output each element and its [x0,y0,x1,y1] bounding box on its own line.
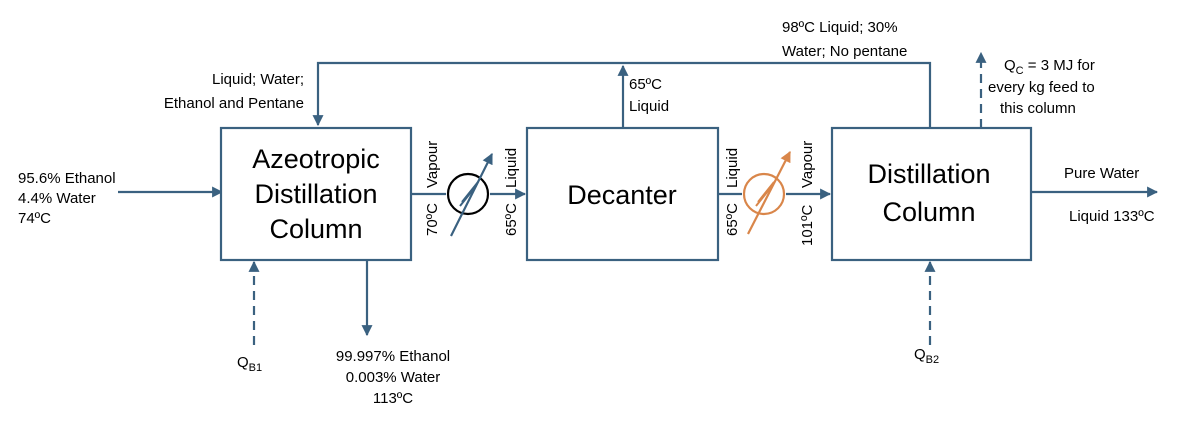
heater-icon [742,151,791,235]
pure-water-label: Pure Water [1064,165,1139,182]
azeotropic-column-label-1: Azeotropic [252,144,380,174]
azeotropic-column-label-3: Column [269,214,362,244]
azeo-bottoms-3: 113ºC [373,390,413,407]
feed-line-3: 74ºC [18,210,51,227]
recycle-text-1: Liquid; Water; [212,71,304,88]
decanter-box [525,126,720,262]
distillation-column-label-2: Column [882,197,975,227]
vapour-label-1: Vapour [424,141,441,188]
azeo-bottoms-2: 0.003% Water [346,369,441,386]
vapour-label-2: Vapour [799,141,816,188]
qc-line-1: QC = 3 MJ for [1004,57,1095,77]
distillation-column-box [830,126,1033,262]
pure-water-condition: Liquid 133ºC [1069,208,1155,225]
qc-line-3: this column [1000,100,1076,117]
qb1-label: QB1 [237,354,262,374]
feed-line-2: 4.4% Water [18,190,96,207]
feed-line-1: 95.6% Ethanol [18,170,116,187]
dist-recycle-text-2: Water; No pentane [782,43,907,60]
azeotropic-column-label-2: Distillation [254,179,377,209]
recycle-stream-line [312,61,932,128]
temp-label-4: 101ºC [799,204,816,246]
decanter-top-temp: 65ºC [629,76,662,93]
decanter-label: Decanter [567,180,677,210]
distillation-column-label-1: Distillation [867,159,990,189]
decanter-top-phase: Liquid [629,98,669,115]
liquid-label-1: Liquid [503,148,520,188]
liquid-label-2: Liquid [724,148,741,188]
dist-recycle-text-1: 98ºC Liquid; 30% [782,19,898,36]
azeo-bottoms-1: 99.997% Ethanol [336,348,450,365]
azeotropic-column-box [219,126,413,262]
recycle-text-2: Ethanol and Pentane [164,95,304,112]
qc-line-2: every kg feed to [988,79,1095,96]
temp-label-3: 65ºC [724,203,741,236]
temp-label-1: 70ºC [424,203,441,236]
temp-label-2: 65ºC [503,203,520,236]
qb2-label: QB2 [914,346,939,366]
condenser-icon [446,153,493,237]
